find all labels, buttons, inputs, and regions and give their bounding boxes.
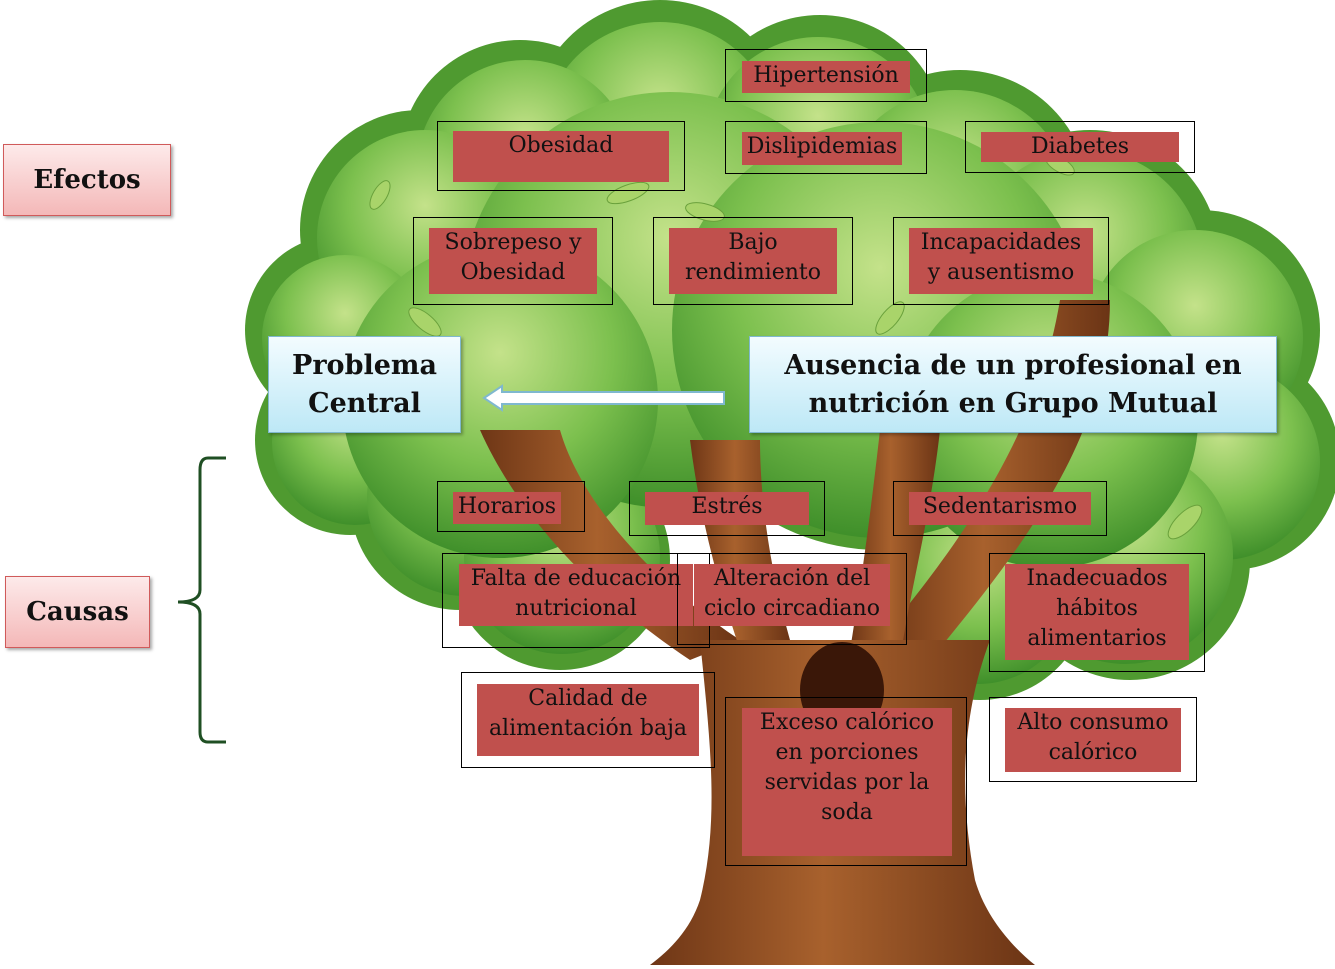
cause-alto-consumo: Alto consumo calórico	[1005, 708, 1181, 772]
cause-estres: Estrés	[645, 492, 809, 525]
frame-calidad	[461, 672, 715, 768]
frame-diabetes	[965, 121, 1195, 173]
cause-alteracion: Alteración del ciclo circadiano	[694, 564, 890, 626]
effect-bajo-rendimiento: Bajo rendimiento	[669, 228, 837, 294]
cause-exceso: Exceso calórico en porciones servidas po…	[742, 708, 952, 856]
frame-inadecuados	[989, 553, 1205, 672]
frame-exceso	[725, 697, 967, 866]
frame-bajo-rendimiento	[653, 217, 853, 305]
cause-calidad: Calidad de alimentación baja	[477, 684, 699, 756]
effects-label: Efectos	[3, 144, 171, 216]
frame-incapacidades	[893, 217, 1109, 305]
leaf-decorations	[369, 154, 1203, 540]
causes-label: Causas	[5, 576, 150, 648]
frame-obesidad	[437, 121, 685, 191]
cause-sedentarismo: Sedentarismo	[909, 492, 1091, 525]
effect-obesidad: Obesidad	[453, 131, 669, 182]
cause-horarios: Horarios	[453, 492, 561, 524]
effect-diabetes: Diabetes	[981, 132, 1179, 162]
frame-estres	[629, 481, 825, 536]
frame-alto-consumo	[989, 697, 1197, 782]
cause-inadecuados: Inadecuados hábitos alimentarios	[1005, 564, 1189, 660]
effect-incapacidades: Incapacidades y ausentismo	[909, 228, 1093, 294]
frame-sedentarismo	[893, 481, 1107, 536]
frame-horarios	[437, 481, 585, 532]
central-problem-statement: Ausencia de un profesional en nutrición …	[749, 336, 1277, 433]
frame-sobrepeso	[413, 217, 613, 305]
cause-falta-educacion: Falta de educación nutricional	[459, 564, 693, 626]
effect-hipertension: Hipertensión	[742, 61, 910, 93]
frame-dislipidemias	[725, 121, 927, 174]
central-arrow	[482, 384, 725, 412]
central-problem-label: Problema Central	[268, 336, 461, 433]
frame-alteracion	[677, 553, 907, 645]
effect-sobrepeso: Sobrepeso y Obesidad	[429, 228, 597, 294]
effect-dislipidemias: Dislipidemias	[742, 132, 902, 165]
frame-hipertension	[725, 49, 927, 102]
causes-brace	[177, 456, 226, 744]
